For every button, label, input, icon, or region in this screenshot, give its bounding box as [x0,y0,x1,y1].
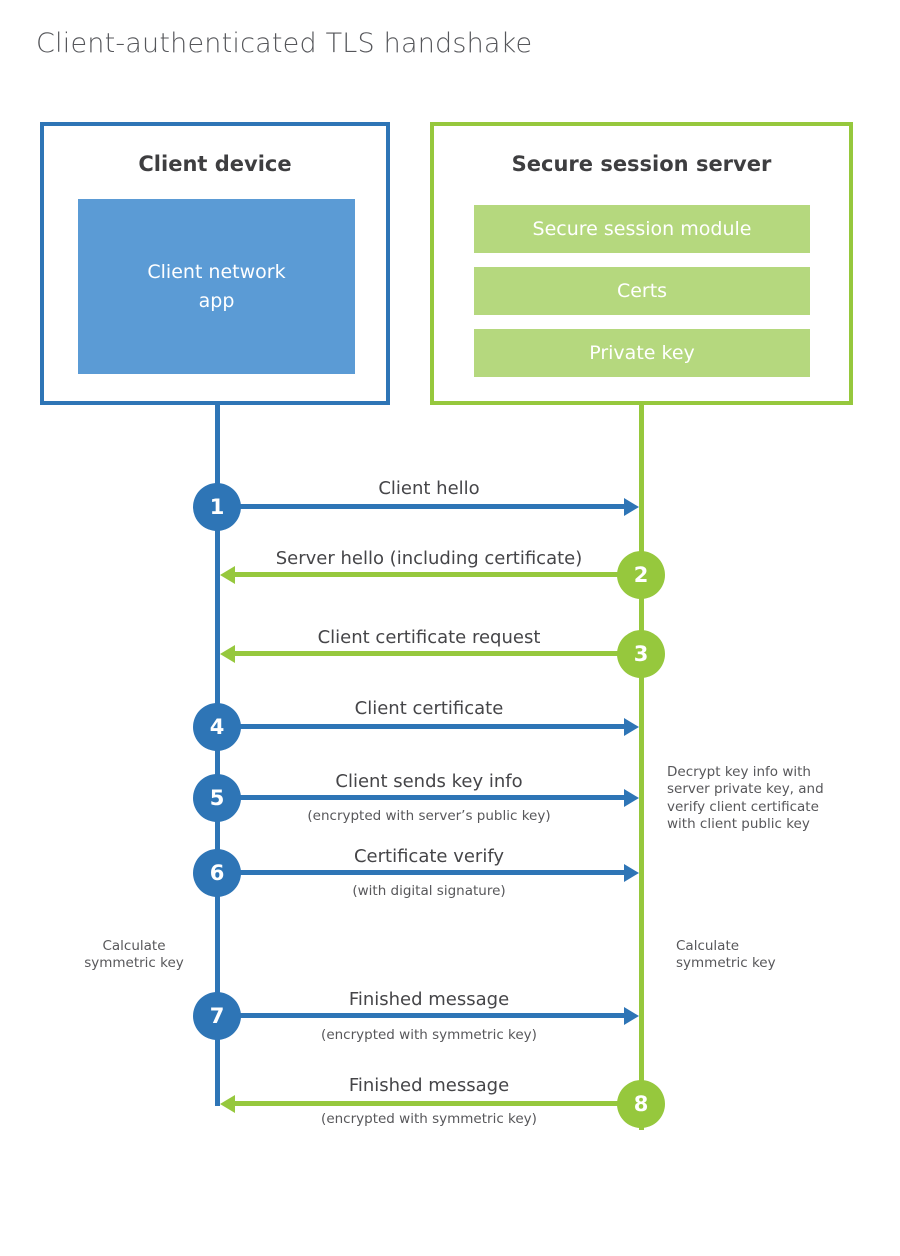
step4-arrowhead-icon [624,718,639,736]
client-network-app-box: Client network app [78,199,355,374]
step2-label: Server hello (including certificate) [275,548,583,569]
step7-arrow [217,1013,624,1018]
step8-sublabel: (encrypted with symmetric key) [321,1111,537,1127]
step6-arrow [217,870,624,875]
step3-label: Client certificate request [317,627,541,648]
step1-label: Client hello [378,478,480,499]
step1-number-badge: 1 [193,483,241,531]
step5-label: Client sends key info [335,771,523,792]
step6-arrowhead-icon [624,864,639,882]
step7-sublabel: (encrypted with symmetric key) [321,1027,537,1043]
step7-arrowhead-icon [624,1007,639,1025]
server-lifeline [639,405,644,1130]
calculate-symmetric-key-note-right: Calculate symmetric key [676,938,776,972]
client-device-box: Client device Client network app [40,122,390,405]
step3-arrowhead-icon [220,645,235,663]
client-lifeline [215,405,220,1106]
step3-number-badge: 3 [617,630,665,678]
step8-arrowhead-icon [220,1095,235,1113]
calculate-symmetric-key-note-left: Calculate symmetric key [84,938,184,972]
secure-session-server-box: Secure session server Secure session mod… [430,122,853,405]
step5-sublabel: (encrypted with server’s public key) [307,808,551,824]
secure-session-server-title: Secure session server [511,152,772,176]
step2-arrow [234,572,641,577]
step8-label: Finished message [348,1075,510,1096]
step6-label: Certificate verify [353,846,505,867]
step4-number-badge: 4 [193,703,241,751]
step1-arrow [217,504,624,509]
step5-arrowhead-icon [624,789,639,807]
decrypt-key-note: Decrypt key info with server private key… [667,764,824,832]
step2-arrowhead-icon [220,566,235,584]
step2-number-badge: 2 [617,551,665,599]
server-module-certs: Certs [474,267,810,315]
step4-arrow [217,724,624,729]
step3-arrow [234,651,641,656]
step6-number-badge: 6 [193,849,241,897]
step8-arrow [234,1101,641,1106]
client-device-title: Client device [138,152,292,176]
step8-number-badge: 8 [617,1080,665,1128]
step7-number-badge: 7 [193,992,241,1040]
page-title: Client-authenticated TLS handshake [36,28,533,59]
step6-sublabel: (with digital signature) [352,883,506,899]
step7-label: Finished message [348,989,510,1010]
step5-arrow [217,795,624,800]
server-module-private-key: Private key [474,329,810,377]
step4-label: Client certificate [354,698,504,719]
server-module-secure-session: Secure session module [474,205,810,253]
step5-number-badge: 5 [193,774,241,822]
step1-arrowhead-icon [624,498,639,516]
